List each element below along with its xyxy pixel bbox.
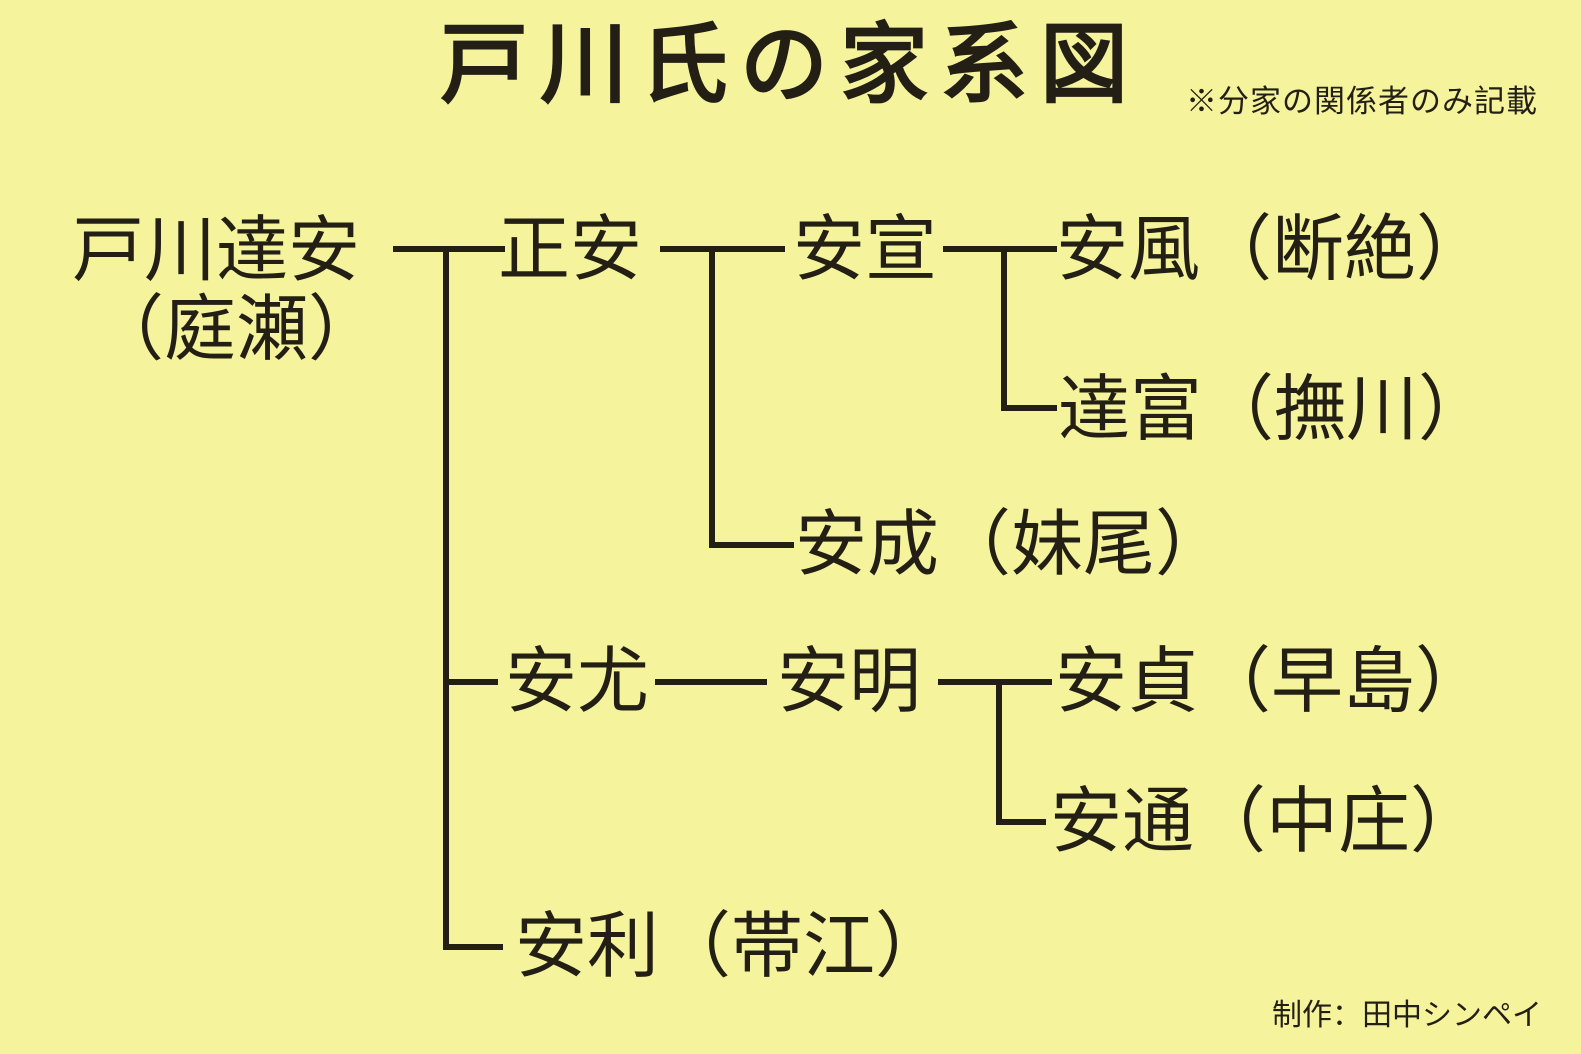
connector-to-tatsutomi bbox=[1001, 405, 1057, 411]
connector-yasuaki-children bbox=[996, 679, 1002, 825]
connector-main-trunk bbox=[443, 246, 449, 950]
person-yasusada-hayashima: 安貞（早島） bbox=[1055, 642, 1488, 722]
person-yasunobu: 安宣 bbox=[793, 210, 938, 290]
connector-yasunobu-to-yasukaze bbox=[943, 246, 1057, 252]
person-name: 戸川達安 bbox=[72, 211, 361, 291]
connector-yasunobu-children bbox=[1001, 246, 1007, 411]
person-branch-label: （庭瀬） bbox=[92, 290, 381, 371]
person-yasunari-seno: 安成（妹尾） bbox=[795, 505, 1228, 585]
connector-root-to-trunk bbox=[393, 246, 505, 252]
connector-to-yasumichi bbox=[996, 819, 1046, 825]
credit-text: 制作：田中シンペイ bbox=[1272, 999, 1542, 1032]
person-yasutoshi-obie: 安利（帯江） bbox=[515, 907, 948, 987]
diagram-title: 戸川氏の家系図 bbox=[439, 12, 1140, 116]
person-yasumochi: 安尤 bbox=[505, 642, 650, 722]
connector-to-yasunari bbox=[709, 542, 794, 548]
diagram-note: ※分家の関係者のみ記載 bbox=[1186, 84, 1538, 119]
person-tatsutomi-natsukawa: 達富（撫川） bbox=[1058, 370, 1491, 450]
connector-masayasu-to-yasunobu bbox=[660, 246, 785, 252]
person-yasuaki: 安明 bbox=[777, 642, 922, 722]
person-togawa-michiyasu: 戸川達安 （庭瀬） bbox=[72, 211, 381, 371]
connector-yasumochi-to-yasuaki bbox=[655, 679, 767, 685]
connector-to-yasutoshi bbox=[443, 944, 503, 950]
person-yasumichi-nakasho: 安通（中庄） bbox=[1050, 782, 1483, 862]
person-masayasu: 正安 bbox=[498, 210, 643, 290]
connector-yasuaki-to-yasusada bbox=[938, 679, 1052, 685]
connector-masayasu-children bbox=[709, 246, 715, 548]
connector-to-yasumochi bbox=[443, 679, 498, 685]
person-yasukaze-danzetsu: 安風（断絶） bbox=[1056, 210, 1489, 290]
